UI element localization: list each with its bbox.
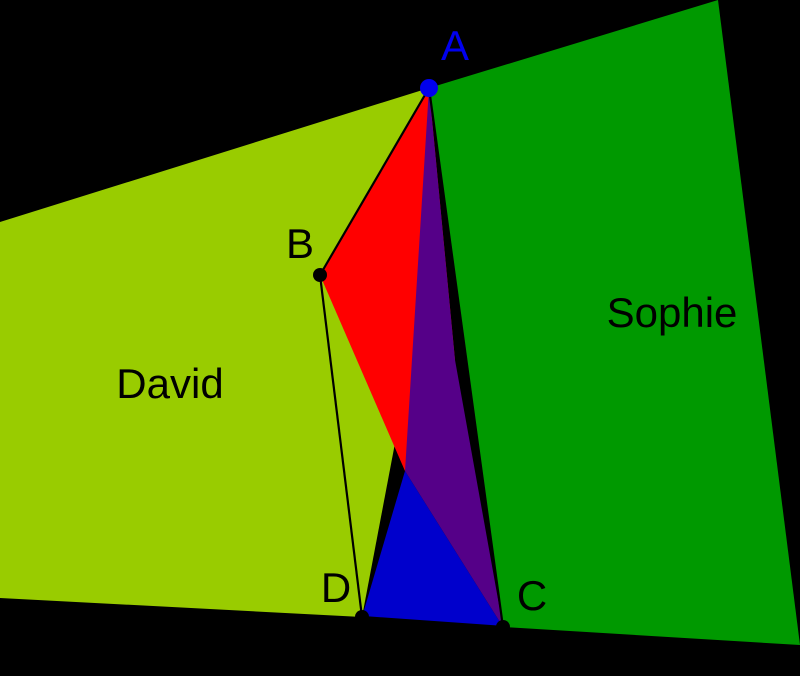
region-david[interactable]: [0, 88, 429, 617]
triangle-purple[interactable]: [405, 88, 503, 627]
edge-group: [318, 87, 505, 629]
point-label-c: C: [517, 572, 547, 619]
triangle-blue[interactable]: [362, 471, 503, 627]
point-label-d: D: [321, 564, 351, 611]
edge-line-b-d: [318, 274, 364, 618]
region-sophie[interactable]: [429, 0, 800, 645]
point-marker-b[interactable]: [313, 268, 327, 282]
point-marker-d[interactable]: [355, 610, 369, 624]
region-label-david: David: [116, 360, 223, 407]
edge-line-a-b: [319, 87, 430, 276]
edge-line-a-c: [427, 87, 505, 628]
point-label-b: B: [286, 220, 314, 267]
point-marker-a[interactable]: [420, 79, 438, 97]
edge-line-d-c: [361, 615, 504, 629]
point-label-a: A: [441, 22, 469, 69]
region-label-sophie: Sophie: [607, 289, 738, 336]
point-marker-c[interactable]: [496, 620, 510, 634]
